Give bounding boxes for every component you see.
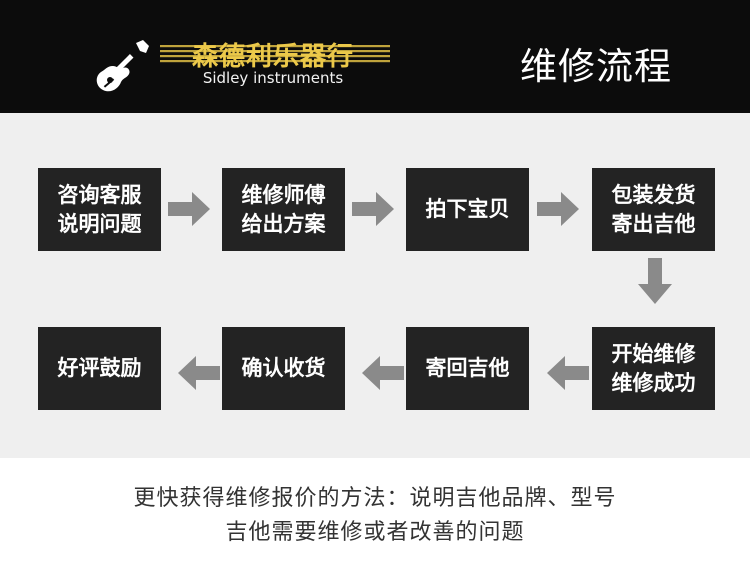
step-label: 确认收货 [241,356,326,380]
step-ship: 包装发货 寄出吉他 [592,168,715,251]
step-consult: 咨询客服 说明问题 [38,168,161,251]
step-label: 寄回吉他 [425,356,510,380]
brand-name: 森德利乐器行 [191,42,354,72]
step-plan: 维修师傅 给出方案 [222,168,345,251]
arrow-right-icon [352,192,394,226]
step-return: 寄回吉他 [406,327,529,410]
arrow-right-icon [537,192,579,226]
page-title: 维修流程 [520,45,672,88]
arrow-down-icon [638,258,672,304]
step-confirm: 确认收货 [222,327,345,410]
step-label: 包装发货 寄出吉他 [611,182,696,236]
arrow-right-icon [168,192,210,226]
guitar-icon [96,40,149,92]
step-repair: 开始维修 维修成功 [592,327,715,410]
brand-subtitle: Sidley instruments [202,69,344,87]
arrow-left-icon [178,356,220,390]
arrow-left-icon [547,356,589,390]
brand-stripes [160,45,390,63]
header-bar: 森德利乐器行 Sidley instruments 维修流程 [0,0,750,113]
note-line-2: 吉他需要维修或者改善的问题 [225,520,525,545]
step-order: 拍下宝贝 [406,168,529,251]
note-line-1: 更快获得维修报价的方法：说明吉他品牌、型号 [133,486,617,511]
step-label: 好评鼓励 [57,356,142,380]
step-label: 拍下宝贝 [425,197,510,221]
arrow-left-icon [362,356,404,390]
step-label: 维修师傅 给出方案 [241,182,326,236]
step-review: 好评鼓励 [38,327,161,410]
step-label: 开始维修 维修成功 [611,341,696,395]
step-label: 咨询客服 说明问题 [57,182,142,236]
